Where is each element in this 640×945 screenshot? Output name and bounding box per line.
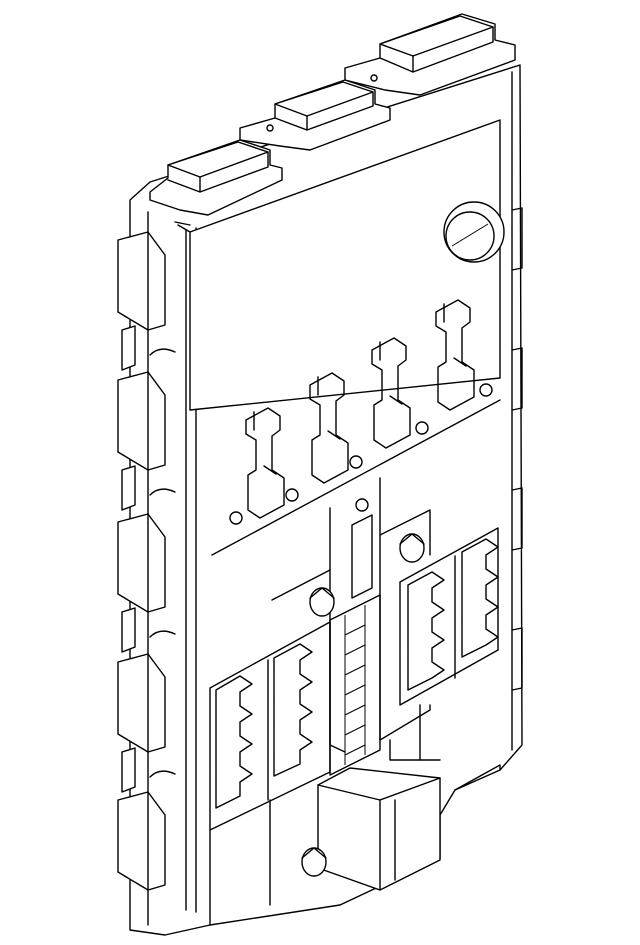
upper-cover-panel	[177, 119, 505, 411]
side-connector-2	[117, 371, 166, 471]
lower-connector	[317, 767, 441, 891]
relay-socket-4	[435, 299, 493, 411]
top-connector-left	[149, 139, 283, 216]
top-connector-middle	[239, 79, 391, 151]
top-connector-right	[344, 13, 516, 96]
relay-sockets	[211, 299, 501, 556]
relay-socket-3	[371, 337, 429, 449]
fuse-bank-right	[399, 527, 499, 706]
side-connector-3	[117, 513, 166, 613]
left-side-connectors	[117, 231, 176, 891]
terminal-stud-right	[399, 533, 425, 563]
side-latch-4	[121, 747, 176, 793]
side-connector-1	[117, 231, 166, 331]
lower-section	[209, 704, 501, 926]
relay-socket-2	[309, 372, 363, 484]
top-connectors	[149, 13, 516, 216]
terminal-stud-lower	[301, 847, 327, 877]
side-connector-5	[117, 791, 166, 891]
relay-socket-1	[229, 407, 299, 525]
terminal-stud-upper	[309, 587, 335, 617]
side-connector-4	[117, 653, 166, 753]
fuse-bank-left	[209, 621, 331, 831]
side-latch-2	[121, 465, 176, 511]
side-latch-1	[121, 325, 176, 371]
right-side-tabs	[511, 207, 523, 691]
fuse-banks	[209, 527, 499, 831]
side-latch-3	[121, 607, 176, 653]
